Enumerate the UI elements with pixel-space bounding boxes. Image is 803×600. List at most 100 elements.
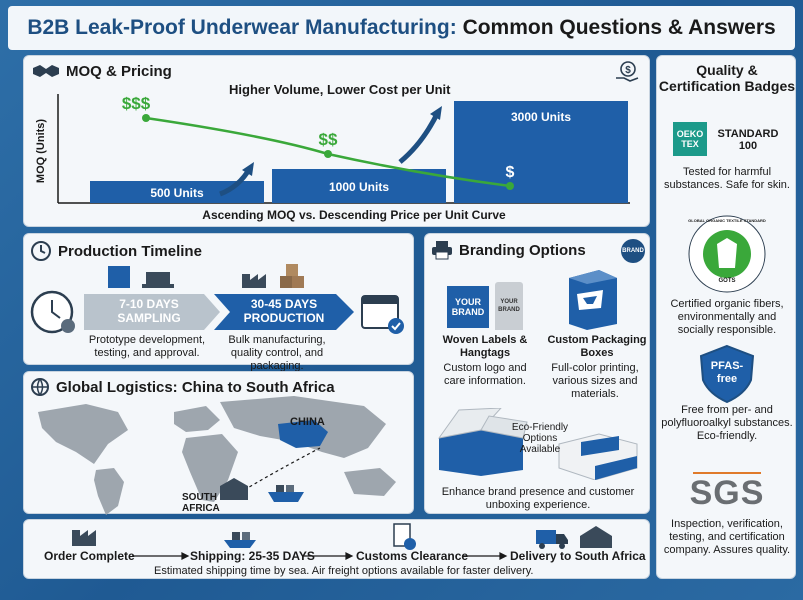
growth-arrowhead-2 bbox=[430, 106, 442, 120]
gots-abbr: GOTS bbox=[718, 278, 736, 284]
boxes-icon bbox=[280, 264, 304, 288]
woven-label-text: YOUR BRAND bbox=[451, 297, 485, 317]
world-map bbox=[38, 396, 396, 515]
handshake-icon bbox=[33, 65, 59, 77]
pfas-shield-icon bbox=[699, 344, 755, 404]
packaging-box-icon bbox=[569, 270, 617, 330]
moq-heading: MOQ & Pricing bbox=[32, 62, 172, 80]
truck-icon bbox=[536, 530, 568, 549]
moneybag-icon: $ bbox=[614, 60, 640, 84]
moq-subheading: Higher Volume, Lower Cost per Unit bbox=[229, 82, 451, 97]
open-box-icon bbox=[437, 408, 528, 476]
step-customs: Customs Clearance bbox=[356, 549, 469, 563]
oeko-name: STANDARD 100 bbox=[717, 128, 779, 152]
branding-heading-text: Branding Options bbox=[459, 241, 586, 259]
steps-graphics bbox=[72, 523, 612, 560]
bar-label-3000: 3000 Units bbox=[511, 110, 571, 124]
production-days: 30-45 DAYS bbox=[250, 297, 318, 311]
packaging-title: Custom Packaging Boxes bbox=[547, 334, 647, 359]
sampling-label: 7-10 DAYS SAMPLING bbox=[94, 297, 204, 325]
document-check-icon bbox=[393, 523, 416, 550]
branding-panel: Branding Options BRAND YOUR BRAND YOUR B… bbox=[424, 233, 650, 514]
bar-label-500: 500 Units bbox=[150, 186, 204, 200]
page-title: B2B Leak-Proof Underwear Manufacturing: … bbox=[8, 6, 795, 50]
china-highlight bbox=[278, 420, 328, 448]
step-order-complete: Order Complete bbox=[44, 549, 135, 563]
woven-desc: Custom logo and care information. bbox=[443, 362, 527, 387]
sgs-logo: SGS bbox=[689, 474, 765, 512]
timeline-heading: Production Timeline bbox=[30, 240, 202, 262]
sampling-days: 7-10 DAYS bbox=[119, 297, 179, 311]
quality-heading: Quality & Certification Badges bbox=[658, 62, 796, 94]
logistics-panel: Global Logistics: China to South Africa … bbox=[23, 371, 414, 515]
gots-ring: GLOBAL ORGANIC TEXTILE STANDARD bbox=[688, 218, 766, 223]
timeline-heading-text: Production Timeline bbox=[58, 242, 202, 260]
price-label-2: $$ bbox=[319, 130, 338, 149]
woven-label-graphic: YOUR BRAND bbox=[447, 286, 489, 328]
title-part2: Common Questions & Answers bbox=[462, 16, 776, 39]
gots-desc: Certified organic fibers, environmentall… bbox=[670, 298, 784, 336]
hangtag-graphic: YOUR BRAND bbox=[495, 282, 523, 330]
cargo-ship-icon bbox=[224, 532, 256, 548]
bar-label-1000: 1000 Units bbox=[329, 180, 389, 194]
swatch-icon bbox=[108, 266, 130, 288]
clock-icon bbox=[31, 241, 51, 261]
sgs-accent bbox=[693, 472, 761, 474]
price-label-1: $$$ bbox=[122, 94, 151, 113]
moq-chart: MOQ (Units) Ascending MOQ vs. Descending … bbox=[35, 94, 630, 222]
step-arrows bbox=[132, 552, 508, 560]
step-delivery: Delivery to South Africa bbox=[510, 549, 646, 563]
timeline-panel: Production Timeline bbox=[23, 233, 414, 372]
woven-title: Woven Labels & Hangtags bbox=[442, 334, 528, 359]
growth-arrow-2 bbox=[398, 110, 441, 164]
sampling-arrow bbox=[84, 294, 220, 330]
logistics-note: Estimated shipping time by sea. Air frei… bbox=[154, 565, 534, 577]
stopwatch-icon bbox=[30, 290, 75, 334]
logistics-steps: Order Complete Shipping: 25-35 DAYS Cust… bbox=[23, 519, 650, 579]
branding-footer: Enhance brand presence and customer unbo… bbox=[441, 486, 635, 511]
ship-icon bbox=[268, 485, 304, 502]
bar-500 bbox=[90, 181, 264, 203]
sewing-machine-icon bbox=[142, 272, 174, 288]
oeko-desc: Tested for harmful substances. Safe for … bbox=[664, 166, 790, 191]
price-point-2 bbox=[324, 150, 332, 158]
sgs-desc: Inspection, verification, testing, and c… bbox=[663, 518, 791, 556]
packaging-desc: Full-color printing, various sizes and m… bbox=[551, 362, 639, 400]
bar-3000 bbox=[454, 101, 628, 203]
brand-badge-text: BRAND bbox=[622, 248, 644, 254]
pfas-desc: Free from per- and polyfluoroalkyl subst… bbox=[661, 404, 793, 442]
oeko-logo-text: OEKO TEX bbox=[676, 129, 704, 149]
closed-box-icon bbox=[558, 433, 638, 480]
production-arrow bbox=[214, 294, 354, 330]
pfas-logo: PFAS-free bbox=[710, 360, 744, 385]
warehouse-icon bbox=[220, 478, 248, 500]
gots-badge bbox=[688, 215, 766, 293]
warehouse-step-icon bbox=[580, 526, 612, 548]
title-part1: B2B Leak-Proof Underwear Manufacturing: bbox=[27, 16, 457, 39]
logistics-heading-text: Global Logistics: China to South Africa bbox=[56, 378, 335, 396]
production-label: 30-45 DAYS PRODUCTION bbox=[229, 297, 339, 325]
sampling-title: SAMPLING bbox=[117, 311, 181, 325]
price-label-3: $ bbox=[506, 164, 515, 181]
logistics-heading: Global Logistics: China to South Africa bbox=[30, 377, 335, 397]
chart-caption: Ascending MOQ vs. Descending Price per U… bbox=[202, 208, 506, 222]
brand-badge: BRAND bbox=[621, 239, 645, 263]
svg-text:$: $ bbox=[625, 65, 631, 76]
south-africa-label: SOUTH AFRICA bbox=[182, 492, 220, 514]
globe-icon bbox=[31, 378, 49, 396]
price-point-1 bbox=[142, 114, 150, 122]
calendar-icon bbox=[361, 295, 404, 334]
price-point-3 bbox=[506, 182, 514, 190]
production-title: PRODUCTION bbox=[243, 311, 325, 325]
oeko-logo: OEKO TEX bbox=[673, 122, 707, 156]
printer-icon bbox=[432, 241, 452, 260]
branding-heading: Branding Options bbox=[431, 240, 586, 260]
growth-arrowhead-1 bbox=[242, 162, 254, 176]
china-label: CHINA bbox=[290, 416, 325, 428]
moq-panel: MOQ & Pricing $ Higher Volume, Lower Cos… bbox=[23, 55, 650, 227]
step-shipping: Shipping: 25-35 DAYS bbox=[190, 549, 315, 563]
y-axis-label: MOQ (Units) bbox=[35, 119, 47, 183]
factory-icon bbox=[242, 274, 266, 288]
factory-step-icon bbox=[72, 530, 96, 546]
production-desc: Bulk manufacturing, quality control, and… bbox=[228, 334, 326, 372]
